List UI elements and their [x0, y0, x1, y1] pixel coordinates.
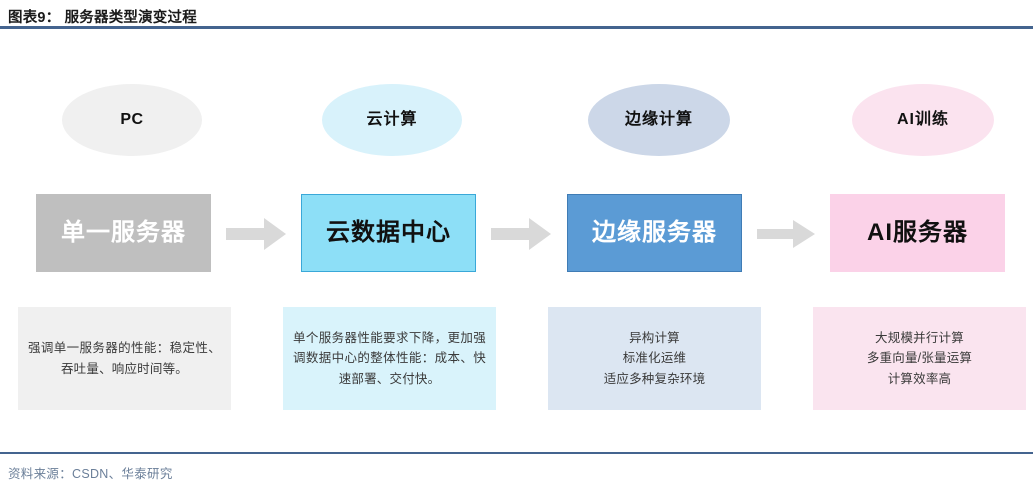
stage-bubble-ai-training: AI训练: [852, 84, 994, 156]
source-note: 资料来源：CSDN、华泰研究: [8, 467, 173, 481]
stage-description-ai-training: 大规模并行计算 多重向量/张量运算 计算效率高: [813, 307, 1026, 410]
stage-description-text: 单个服务器性能要求下降，更加强调数据中心的整体性能：成本、快速部署、交付快。: [293, 331, 486, 386]
flow-arrow-icon: [757, 220, 815, 248]
stage-box-cloud-data-center: 云数据中心: [301, 194, 476, 272]
stage-box-label: 边缘服务器: [592, 219, 717, 246]
flow-arrow-icon: [491, 218, 551, 250]
stage-box-edge-server: 边缘服务器: [567, 194, 742, 272]
stage-box-label: AI服务器: [867, 219, 968, 246]
footer-divider: [0, 452, 1033, 454]
stage-bubble-edge-computing: 边缘计算: [588, 84, 730, 156]
stage-bubble-label: AI训练: [896, 111, 949, 128]
stage-box-pc: 单一服务器: [36, 194, 211, 272]
page-title: 图表9： 服务器类型演变过程: [8, 10, 197, 26]
stage-description-text: 强调单一服务器的性能：稳定性、吞吐量、响应时间等。: [28, 341, 221, 376]
stage-box-label: 单一服务器: [61, 219, 186, 246]
stage-description-edge-computing: 异构计算 标准化运维 适应多种复杂环境: [548, 307, 761, 410]
stage-description-text: 大规模并行计算 多重向量/张量运算 计算效率高: [866, 331, 973, 386]
stage-bubble-pc: PC: [62, 84, 202, 156]
stage-bubble-label: PC: [120, 111, 144, 128]
flow-arrow-icon: [226, 218, 286, 250]
stage-description-pc: 强调单一服务器的性能：稳定性、吞吐量、响应时间等。: [18, 307, 231, 410]
stage-box-ai-server: AI服务器: [830, 194, 1005, 272]
stage-description-cloud-computing: 单个服务器性能要求下降，更加强调数据中心的整体性能：成本、快速部署、交付快。: [283, 307, 496, 410]
stage-bubble-label: 边缘计算: [624, 111, 693, 128]
stage-bubble-cloud-computing: 云计算: [322, 84, 462, 156]
title-divider: [0, 26, 1033, 29]
stage-bubble-label: 云计算: [366, 111, 418, 128]
stage-description-text: 异构计算 标准化运维 适应多种复杂环境: [603, 331, 706, 386]
stage-box-label: 云数据中心: [326, 219, 451, 246]
